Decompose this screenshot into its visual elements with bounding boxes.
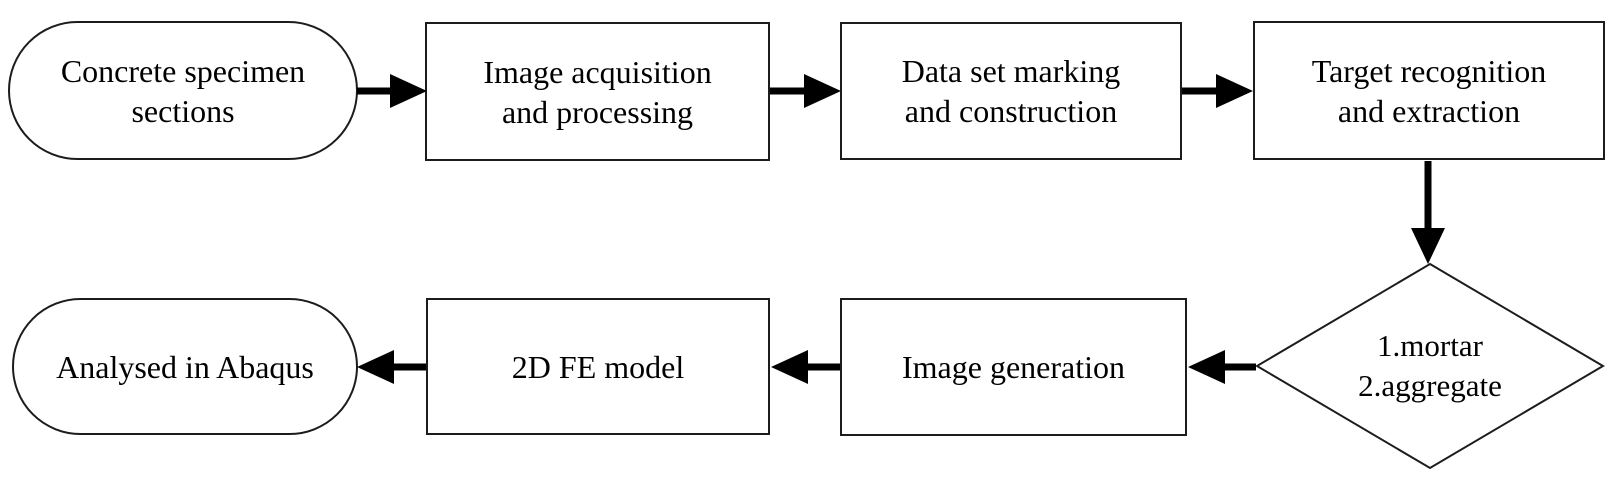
node-analysed-in-abaqus: Analysed in Abaqus [12, 298, 358, 435]
diamond-label: 1.mortar 2.aggregate [1255, 262, 1605, 470]
node-label-line: and extraction [1337, 92, 1521, 129]
node-label-line: Data set marking [901, 53, 1121, 89]
node-label-line: 1.mortar [1377, 327, 1483, 363]
node-decision-mortar-aggregate: 1.mortar 2.aggregate [1255, 262, 1605, 470]
node-target-recognition-and-extraction: Target recognition and extraction [1253, 21, 1605, 160]
node-image-generation: Image generation [840, 298, 1187, 436]
node-data-set-marking-and-construction: Data set marking and construction [840, 22, 1182, 160]
arrow-step4-to-step5 [771, 350, 840, 384]
arrow-decision-to-step4 [1188, 350, 1256, 384]
arrow-step1-to-step2 [770, 74, 841, 108]
arrow-step2-to-step3 [1182, 74, 1253, 108]
node-label-line: Target recognition [1311, 52, 1547, 89]
node-label-line: sections [131, 92, 235, 129]
node-label-line: 2.aggregate [1358, 368, 1502, 403]
diamond-shape [1255, 262, 1605, 470]
node-label-line: and processing [501, 93, 694, 130]
node-image-acquisition-and-processing: Image acquisition and processing [425, 22, 770, 161]
diamond-outline [1255, 262, 1605, 470]
arrow-step3-to-decision [1411, 161, 1445, 264]
node-label-line: Analysed in Abaqus [56, 348, 314, 385]
arrow-step5-to-end [357, 350, 426, 384]
arrow-start-to-step1 [357, 74, 427, 108]
node-label-line: Image acquisition [483, 53, 712, 90]
node-label-line: Image generation [902, 349, 1125, 385]
node-concrete-specimen-sections: Concrete specimen sections [8, 21, 358, 160]
node-label-line: 2D FE model [511, 348, 685, 385]
node-2d-fe-model: 2D FE model [426, 298, 770, 435]
node-label-line: and construction [904, 93, 1118, 129]
node-label-line: Concrete specimen [60, 52, 306, 89]
